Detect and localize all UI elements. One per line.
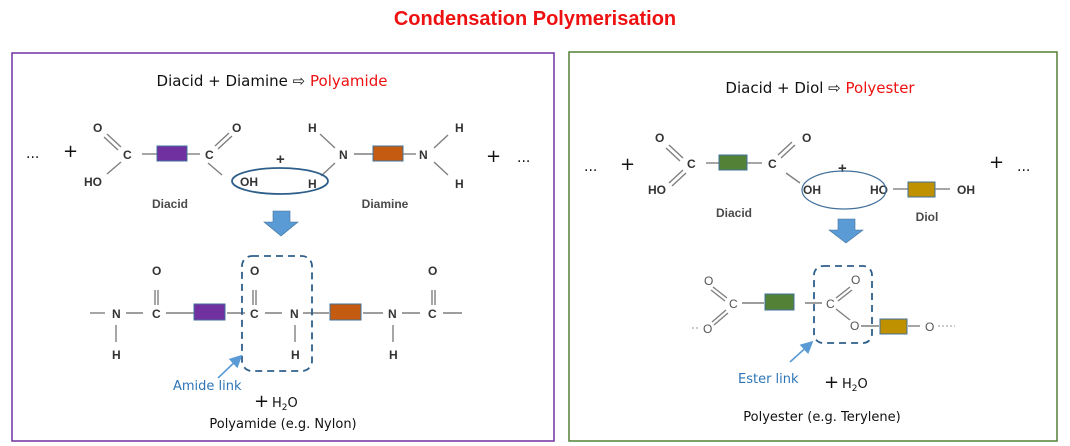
atom-h: H	[455, 177, 464, 191]
polyamide-panel	[11, 52, 555, 442]
atom-c: C	[687, 157, 696, 171]
polyamide-equation: Diacid + Diamine ⇨ Polyamide	[157, 72, 388, 90]
plus-right: +	[989, 152, 1004, 173]
water-plus: +	[254, 391, 269, 412]
atom-oh: OH	[803, 183, 821, 197]
ellipsis-left: ...	[26, 146, 39, 162]
reaction-arrow-icon	[263, 210, 299, 237]
ester-link-arrow-icon	[789, 340, 814, 363]
diamine-block	[372, 145, 404, 162]
ester-link-highlight	[813, 265, 873, 344]
polyester-equation: Diacid + Diol ⇨ Polyester	[725, 79, 915, 97]
atom-c: C	[826, 297, 835, 311]
amide-link-arrow-icon	[217, 354, 243, 379]
water-elimination-ellipse	[801, 170, 887, 210]
atom-o: O	[850, 319, 859, 333]
atom-c: C	[428, 307, 437, 321]
polyester-caption: Polyester (e.g. Terylene)	[743, 410, 900, 425]
atom-o: O	[93, 121, 102, 135]
atom-n: N	[112, 307, 121, 321]
atom-o: O	[232, 121, 241, 135]
plus-right: +	[486, 146, 501, 167]
diol-block	[907, 181, 936, 198]
water-elimination-ellipse	[231, 167, 329, 195]
atom-n: N	[388, 307, 397, 321]
diol-block	[879, 318, 908, 335]
atom-c: C	[205, 148, 214, 162]
atom-n: N	[339, 148, 348, 162]
atom-o: O	[152, 264, 161, 278]
atom-o: O	[925, 320, 934, 334]
polyamide-caption: Polyamide (e.g. Nylon)	[209, 417, 356, 432]
atom-ho: HO	[648, 183, 666, 197]
atom-o: O	[703, 322, 712, 336]
reactant-plus: +	[838, 160, 847, 177]
atom-o: O	[655, 131, 664, 145]
diacid-block	[156, 145, 188, 162]
atom-c: C	[250, 307, 259, 321]
atom-h: H	[308, 177, 317, 191]
plus-left: +	[63, 141, 78, 162]
atom-o: O	[250, 264, 259, 278]
atom-h: H	[308, 121, 317, 135]
water-formula: H2O	[272, 396, 298, 413]
diamine-label: Diamine	[362, 197, 409, 211]
diacid-label: Diacid	[152, 197, 188, 211]
ester-link-label: Ester link	[738, 372, 799, 387]
reaction-arrow-icon	[828, 218, 864, 244]
page-title: Condensation Polymerisation	[393, 8, 677, 30]
diacid-block	[764, 293, 795, 311]
diamine-block	[329, 303, 362, 321]
atom-ho: HO	[84, 175, 102, 189]
amide-link-label: Amide link	[173, 379, 242, 394]
ellipsis-right: ...	[1017, 159, 1030, 175]
polyester-panel	[568, 51, 1058, 442]
atom-oh: OH	[240, 175, 258, 189]
atom-c: C	[123, 148, 132, 162]
atom-h: H	[455, 121, 464, 135]
diol-label: Diol	[916, 210, 939, 224]
atom-o: O	[428, 264, 437, 278]
water-plus: +	[824, 372, 839, 393]
atom-h: H	[291, 348, 300, 362]
ellipsis-left: ...	[584, 159, 597, 175]
atom-c: C	[729, 297, 738, 311]
ellipsis-right: ...	[517, 150, 530, 166]
atom-o: O	[704, 274, 713, 288]
atom-h: H	[389, 348, 398, 362]
atom-o: O	[851, 273, 860, 287]
atom-n: N	[419, 148, 428, 162]
atom-oh: OH	[957, 183, 975, 197]
atom-ho: HO	[870, 183, 888, 197]
diacid-label: Diacid	[716, 206, 752, 220]
atom-o: O	[802, 131, 811, 145]
plus-left: +	[620, 154, 635, 175]
reactant-plus: +	[276, 151, 285, 168]
water-formula: H2O	[842, 377, 868, 394]
atom-h: H	[112, 348, 121, 362]
atom-n: N	[290, 307, 299, 321]
atom-c: C	[768, 157, 777, 171]
diacid-block	[193, 303, 226, 321]
amide-link-highlight	[241, 255, 313, 372]
atom-c: C	[152, 307, 161, 321]
diacid-block	[718, 154, 748, 171]
